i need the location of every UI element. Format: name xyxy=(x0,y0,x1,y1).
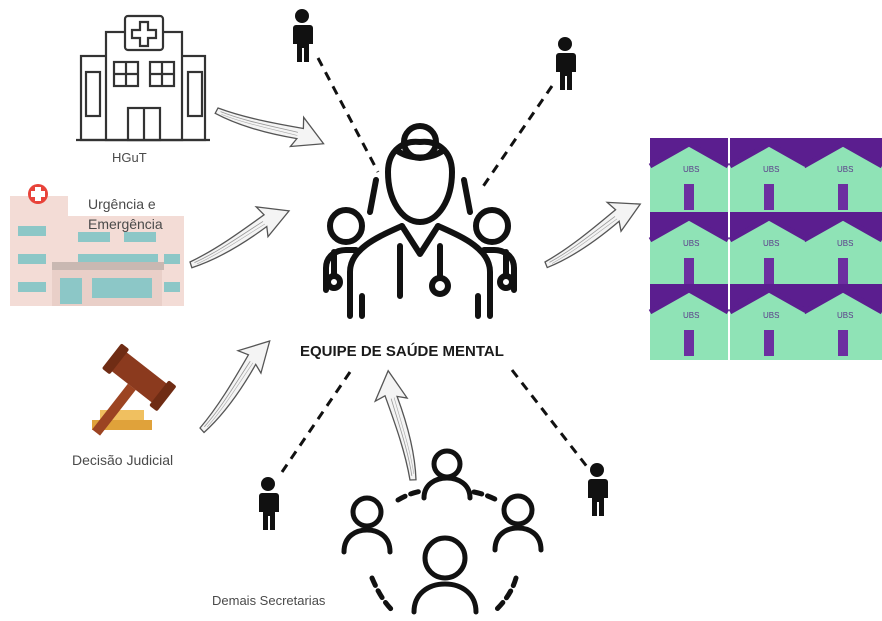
arrow-emergency-to-team xyxy=(179,196,298,269)
svg-text:UBS: UBS xyxy=(837,239,853,248)
arrow-team-to-ubs xyxy=(532,190,650,269)
person-icon-top-left xyxy=(293,9,313,62)
hospital-label: HGuT xyxy=(112,150,147,165)
ubs-house: UBS xyxy=(730,284,808,360)
connector-bottom-right xyxy=(510,369,590,469)
ubs-house: UBS xyxy=(650,212,728,288)
connector-bottom-left xyxy=(280,371,352,473)
svg-text:UBS: UBS xyxy=(763,165,779,174)
emergency-building-icon xyxy=(10,184,184,306)
secretariats-label: Demais Secretarias xyxy=(212,593,326,608)
emergency-label: Urgência e Emergência xyxy=(88,196,163,232)
ubs-grid: UBS UBS UBS UBS UBS UBS UBS UBS UBS xyxy=(650,138,882,360)
connector-top-right xyxy=(480,85,554,189)
person-icon-bottom-left xyxy=(259,477,279,530)
mental-health-team-icon xyxy=(323,123,517,319)
ubs-house: UBS xyxy=(804,284,882,360)
dashed-connectors xyxy=(280,57,590,473)
ubs-house: UBS xyxy=(730,138,808,214)
svg-text:UBS: UBS xyxy=(837,311,853,320)
svg-text:UBS: UBS xyxy=(683,165,699,174)
ubs-house: UBS xyxy=(650,138,728,214)
gavel-icon xyxy=(92,344,176,436)
svg-text:UBS: UBS xyxy=(837,165,853,174)
person-icon-top-right xyxy=(556,37,576,90)
svg-text:UBS: UBS xyxy=(683,311,699,320)
arrow-hospital-to-team xyxy=(214,79,331,166)
ubs-house: UBS xyxy=(804,212,882,288)
ubs-house: UBS xyxy=(650,284,728,360)
ubs-house: UBS xyxy=(804,138,882,214)
svg-text:UBS: UBS xyxy=(763,311,779,320)
hospital-icon xyxy=(76,14,210,142)
svg-text:UBS: UBS xyxy=(683,239,699,248)
ubs-house: UBS xyxy=(730,212,808,288)
person-icon-bottom-right xyxy=(588,463,608,516)
connector-top-left xyxy=(316,57,380,173)
secretariats-group-icon xyxy=(341,448,544,615)
arrow-secretariats-to-team xyxy=(373,369,417,482)
svg-text:UBS: UBS xyxy=(763,239,779,248)
arrow-judicial-to-team xyxy=(177,329,287,434)
judicial-label: Decisão Judicial xyxy=(72,452,174,468)
center-title: EQUIPE DE SAÚDE MENTAL xyxy=(300,343,504,360)
